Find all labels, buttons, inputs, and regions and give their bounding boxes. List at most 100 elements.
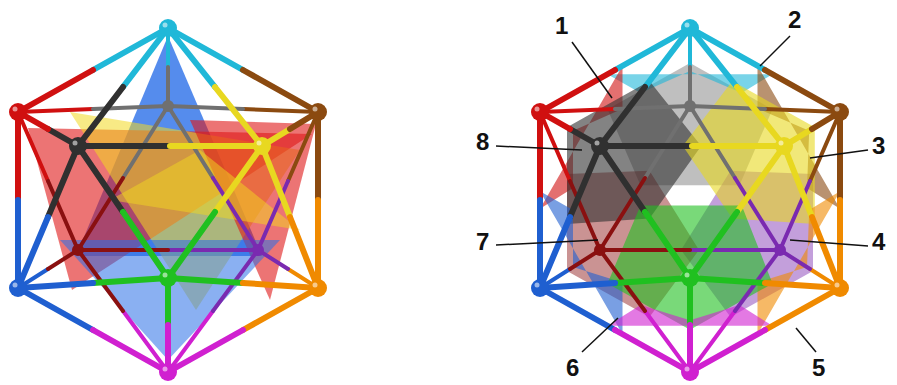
edge-strut xyxy=(123,212,168,278)
edge-strut xyxy=(690,311,735,372)
vertex-ball xyxy=(252,244,264,256)
vertex-ball xyxy=(69,137,87,155)
vertex-ball xyxy=(162,100,174,112)
edge-strut xyxy=(735,178,780,250)
vertex-highlight xyxy=(313,283,318,288)
edge-strut xyxy=(537,200,543,288)
edge-strut xyxy=(690,248,780,252)
edge-strut xyxy=(168,212,215,278)
edge-strut xyxy=(540,109,615,112)
edge-strut xyxy=(540,112,570,181)
edge-strut xyxy=(243,109,318,112)
edge-strut xyxy=(615,278,690,283)
edge-strut xyxy=(615,28,690,70)
edge-strut xyxy=(690,28,737,87)
edge-strut xyxy=(690,330,765,372)
callout-number: 5 xyxy=(812,356,825,380)
vertex-highlight xyxy=(835,107,840,112)
callout-number: 6 xyxy=(566,356,579,380)
callout-number: 2 xyxy=(788,8,801,32)
vertex-highlight xyxy=(685,273,690,278)
edge-strut xyxy=(600,143,692,149)
leader-line xyxy=(790,240,868,246)
edge-strut xyxy=(93,28,168,70)
edge-strut xyxy=(570,146,600,217)
vertex-ball xyxy=(681,269,699,287)
edge-strut xyxy=(315,112,321,200)
edge-strut xyxy=(615,330,690,372)
edge-strut xyxy=(78,178,123,250)
leader-line xyxy=(572,42,612,98)
edge-strut xyxy=(215,87,262,146)
edge-strut xyxy=(78,87,123,146)
edge-strut xyxy=(93,330,168,372)
vertex-ball xyxy=(774,244,786,256)
edge-strut xyxy=(692,143,784,149)
edge-strut xyxy=(540,217,570,288)
leader-line xyxy=(496,146,582,150)
vertex-highlight xyxy=(163,273,168,278)
vertex-ball xyxy=(9,279,27,297)
vertex-ball xyxy=(309,279,327,297)
edge-strut xyxy=(690,212,737,278)
edge-strut xyxy=(170,143,262,149)
edge-strut xyxy=(262,146,290,217)
vertex-ball xyxy=(531,103,549,121)
vertex-highlight xyxy=(163,23,168,28)
leader-line xyxy=(796,328,816,352)
callout-number: 3 xyxy=(872,134,885,158)
callout-number: 1 xyxy=(555,14,568,38)
edge-strut xyxy=(765,70,840,112)
edge-strut xyxy=(600,248,690,252)
edge-strut xyxy=(213,178,258,250)
edge-strut xyxy=(540,288,615,330)
vertex-ball xyxy=(775,137,793,155)
vertex-highlight xyxy=(73,141,78,146)
icosahedron xyxy=(9,19,327,381)
edge-strut xyxy=(600,178,645,250)
callout-number: 7 xyxy=(476,230,489,254)
vertex-ball xyxy=(594,244,606,256)
edge-strut xyxy=(168,28,243,70)
vertex-highlight xyxy=(835,283,840,288)
callout-number: 4 xyxy=(872,230,885,254)
vertex-ball xyxy=(531,279,549,297)
edge-strut xyxy=(600,146,645,212)
edge-strut xyxy=(123,311,168,372)
edge-strut xyxy=(243,288,318,330)
edge-strut xyxy=(690,28,765,70)
vertex-highlight xyxy=(313,107,318,112)
edge-strut xyxy=(288,112,318,181)
vertex-ball xyxy=(681,19,699,37)
vertex-highlight xyxy=(13,283,18,288)
edge-strut xyxy=(765,283,840,288)
edge-strut xyxy=(18,288,93,330)
edge-strut xyxy=(15,200,21,288)
edge-strut xyxy=(784,146,812,217)
edge-strut xyxy=(537,112,543,200)
vertex-ball xyxy=(831,103,849,121)
edge-strut xyxy=(690,278,765,283)
vertex-highlight xyxy=(595,141,600,146)
vertex-ball xyxy=(159,269,177,287)
edge-strut xyxy=(93,278,168,283)
edge-strut xyxy=(123,106,168,178)
vertex-ball xyxy=(684,100,696,112)
edge-strut xyxy=(48,146,78,217)
edge-strut xyxy=(810,112,840,181)
edge-strut xyxy=(645,28,690,87)
vertex-ball xyxy=(72,244,84,256)
edge-strut xyxy=(168,311,213,372)
colored-face xyxy=(567,81,701,224)
edge-strut xyxy=(48,129,78,146)
edge-strut xyxy=(737,146,784,212)
edge-strut xyxy=(570,129,600,146)
edge-strut xyxy=(812,217,840,288)
edge-strut xyxy=(600,87,645,146)
vertex-highlight xyxy=(13,107,18,112)
edge-strut xyxy=(18,217,48,288)
leader-line xyxy=(582,318,618,352)
edge-strut xyxy=(18,109,93,112)
vertex-ball xyxy=(309,103,327,121)
